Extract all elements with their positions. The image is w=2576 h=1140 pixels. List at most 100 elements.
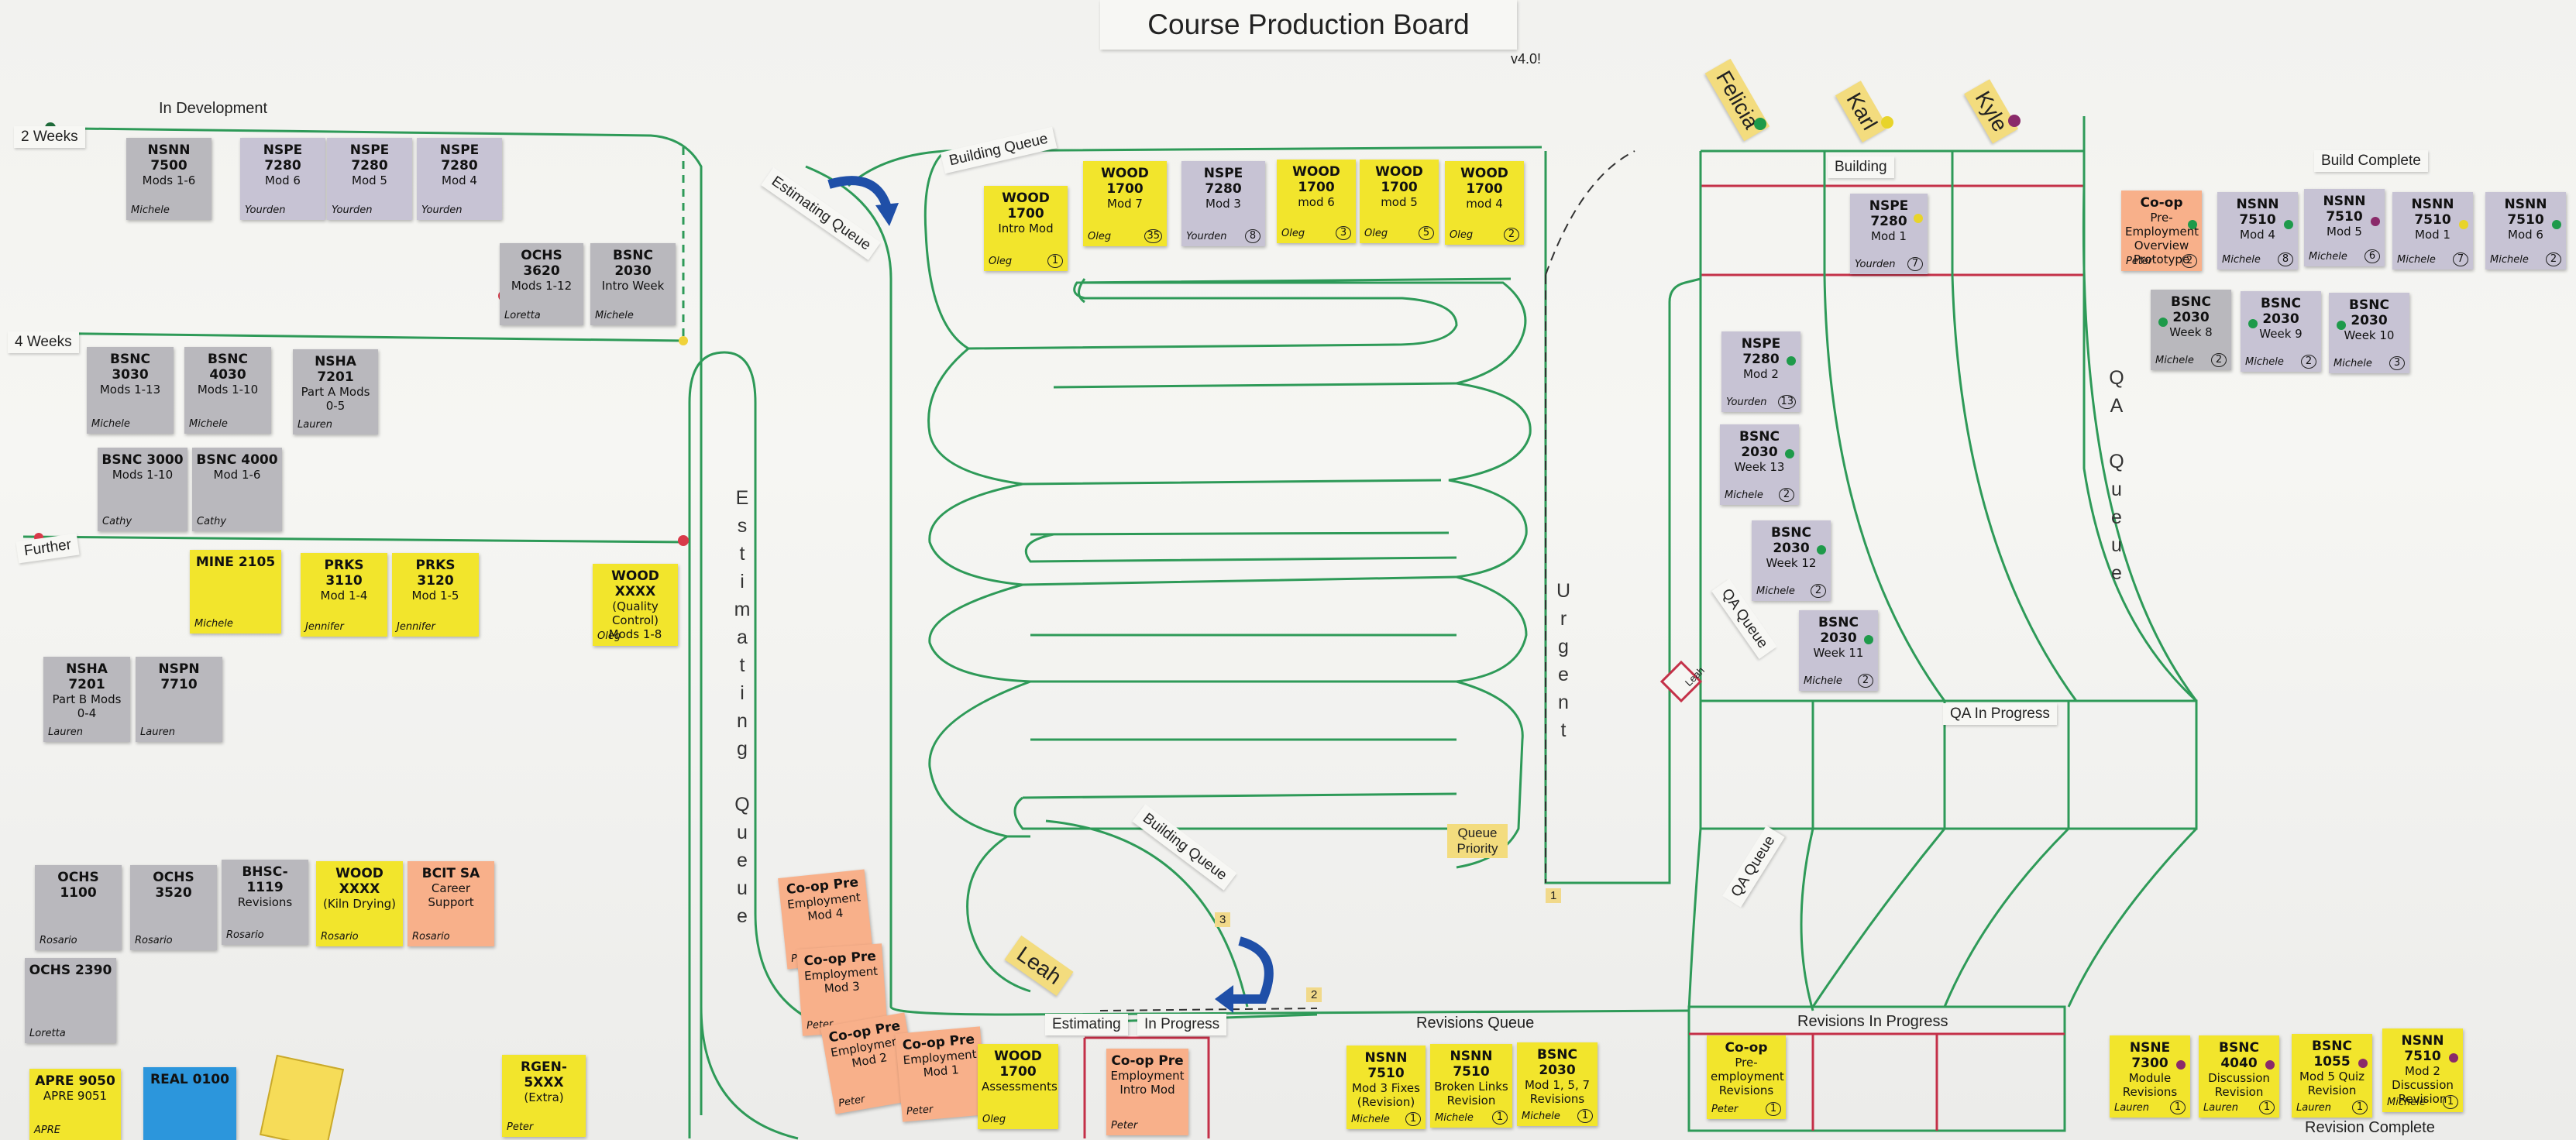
- label-in-development: In Development: [159, 100, 268, 117]
- card-detail: Mod 1-6: [213, 468, 261, 482]
- card-detail: (Quality Control) Mods 1-8: [608, 599, 662, 641]
- card-title: NSHA 7201: [315, 354, 356, 385]
- card-detail: Mod 2: [1743, 367, 1779, 381]
- card-title: OCHS 2390: [29, 963, 112, 978]
- card-owner: Yourden: [245, 204, 286, 216]
- card-title: BSNC 3000: [101, 452, 184, 468]
- card-title: Co-op Pre: [1111, 1053, 1184, 1069]
- row-label-two-weeks: 2 Weeks: [14, 126, 85, 148]
- card-title: WOOD 1700: [994, 1049, 1042, 1080]
- card-title: NSNN 7510: [2236, 197, 2279, 228]
- card-detail: Part B Mods 0-4: [52, 692, 122, 720]
- card-owner: Rosario: [321, 931, 359, 943]
- book-edge: [259, 1054, 345, 1140]
- card-title: BSNC 1055: [2312, 1039, 2352, 1070]
- card-count: 1: [1405, 1112, 1421, 1126]
- card-owner: Peter: [837, 1093, 866, 1110]
- qa-queue-letter: Q: [2109, 367, 2124, 389]
- row-label-four-weeks: 4 Weeks: [8, 331, 79, 353]
- kyle-dot: [2008, 115, 2021, 127]
- card-detail: Career Support: [428, 881, 474, 909]
- qa-queue-letter: u: [2111, 534, 2122, 556]
- card-owner: Peter: [906, 1104, 934, 1118]
- card-real-0100[interactable]: REAL 0100: [143, 1067, 236, 1140]
- card-rgen-5xxx[interactable]: RGEN-5XXX(Extra)Peter: [502, 1055, 586, 1137]
- card-owner: Michele: [2222, 254, 2261, 266]
- card-title: NSNN 7510: [1450, 1049, 1493, 1080]
- card-title: NSPN 7710: [158, 661, 200, 692]
- card-owner: APRE: [34, 1125, 60, 1136]
- card-owner: Lauren: [2203, 1102, 2239, 1114]
- card-detail: Part A Mods 0-5: [301, 385, 370, 413]
- card-title: NSNN 7510: [1364, 1050, 1408, 1081]
- card-owner: Lauren: [2296, 1102, 2332, 1114]
- card-title: WOOD XXXX: [335, 866, 383, 897]
- estimating-queue-letter: m: [734, 599, 751, 620]
- card-detail: Pre-Employment Overview Prototype: [2125, 211, 2199, 266]
- card-wood-xxxx-kiln[interactable]: WOOD XXXX(Kiln Drying)Rosario: [316, 861, 403, 946]
- card-count: 1: [2352, 1101, 2368, 1114]
- estimating-queue-letter: n: [737, 710, 748, 732]
- label-qa-in-progress: QA In Progress: [1943, 703, 2057, 725]
- card-detail: mod 5: [1381, 195, 1418, 209]
- card-title: REAL 0100: [150, 1072, 229, 1087]
- card-owner: Michele: [2397, 254, 2436, 266]
- card-title: OCHS 3520: [153, 870, 194, 901]
- card-title: WOOD 1700: [1002, 191, 1050, 221]
